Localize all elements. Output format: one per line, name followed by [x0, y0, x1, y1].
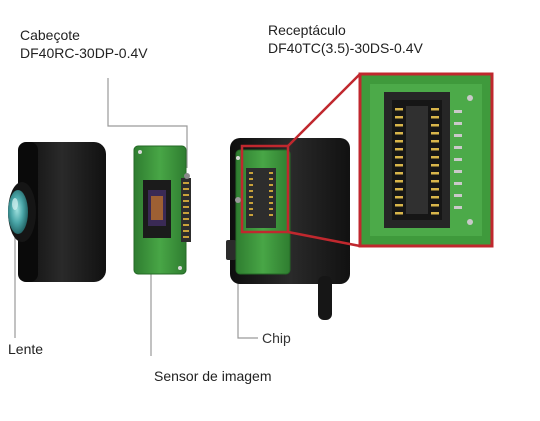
lens-glass — [8, 190, 28, 234]
leader-header — [107, 78, 188, 168]
camera-body — [226, 138, 350, 320]
zoom-pins-left — [395, 108, 403, 215]
side-button — [226, 240, 236, 260]
image-sensor-label: Sensor de imagem — [154, 368, 272, 384]
chip-label: Chip — [262, 330, 291, 346]
receptacle-part-number: DF40TC(3.5)-30DS-0.4V — [268, 40, 423, 56]
lens-label: Lente — [8, 341, 44, 357]
zoom-inset — [358, 72, 494, 248]
lens-housing — [8, 142, 106, 282]
header-title: Cabeçote — [20, 27, 80, 43]
zoom-pads — [454, 110, 462, 209]
cable — [318, 276, 332, 320]
sensor-board — [133, 145, 191, 275]
header-connector — [181, 178, 191, 242]
header-part-number: DF40RC-30DP-0.4V — [20, 45, 148, 61]
highlight-small-box — [240, 144, 290, 234]
receptacle-title: Receptáculo — [268, 22, 346, 38]
zoom-pins-right — [431, 108, 439, 215]
zoom-lines — [287, 73, 361, 248]
